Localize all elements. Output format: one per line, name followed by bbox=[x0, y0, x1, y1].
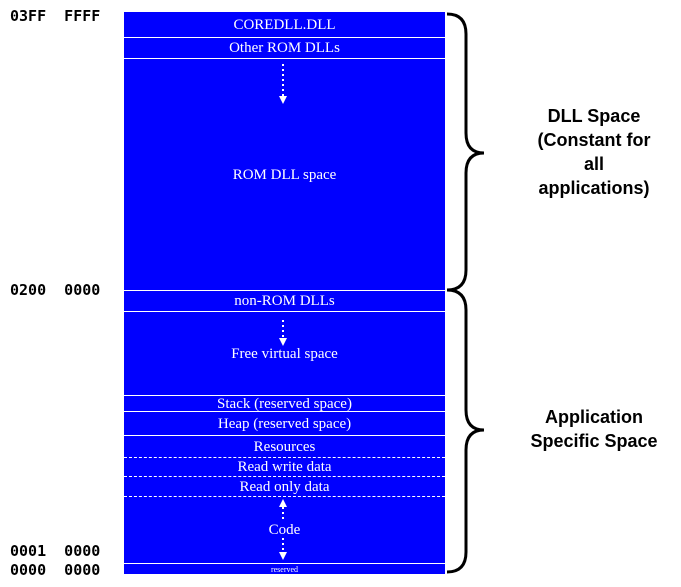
arrow-down-icon bbox=[279, 96, 287, 104]
address-app-base: 0001 0000 bbox=[10, 542, 101, 560]
segment-rom-dll-space: ROM DLL space bbox=[124, 58, 445, 290]
app-space-line-2: Specific Space bbox=[530, 431, 658, 451]
address-zero: 0000 0000 bbox=[10, 561, 101, 579]
dll-space-line-1: DLL Space bbox=[547, 106, 641, 126]
arrow-down-icon bbox=[279, 338, 287, 346]
segment-non-rom-dlls: non-ROM DLLs bbox=[124, 290, 445, 311]
segment-read-only-data: Read only data bbox=[124, 476, 445, 496]
arrow-down-icon bbox=[279, 552, 287, 560]
dll-space-line-2: (Constant for bbox=[537, 130, 651, 150]
segment-heap: Heap (reserved space) bbox=[124, 411, 445, 435]
segment-other-rom-dlls: Other ROM DLLs bbox=[124, 37, 445, 58]
dll-space-line-4: applications) bbox=[538, 178, 650, 198]
memory-map: COREDLL.DLL Other ROM DLLs ROM DLL space… bbox=[124, 12, 445, 574]
arrow-up-icon bbox=[279, 499, 287, 507]
dll-space-label: DLL Space (Constant for all applications… bbox=[506, 104, 681, 200]
app-space-line-1: Application bbox=[545, 407, 643, 427]
address-dll-boundary: 0200 0000 bbox=[10, 281, 101, 299]
segment-coredll: COREDLL.DLL bbox=[233, 16, 336, 33]
app-space-brace-icon bbox=[446, 288, 485, 574]
segment-resources: Resources bbox=[124, 435, 445, 457]
address-top: 03FF FFFF bbox=[10, 7, 101, 25]
segment-code: Code bbox=[124, 496, 445, 563]
segment-stack: Stack (reserved space) bbox=[124, 395, 445, 412]
segment-free-virtual-space: Free virtual space bbox=[124, 311, 445, 395]
app-space-label: Application Specific Space bbox=[506, 405, 681, 453]
dll-space-brace-icon bbox=[446, 12, 485, 292]
segment-reserved: reserved bbox=[124, 563, 445, 574]
dll-space-line-3: all bbox=[583, 154, 604, 174]
segment-read-write-data: Read write data bbox=[124, 457, 445, 476]
